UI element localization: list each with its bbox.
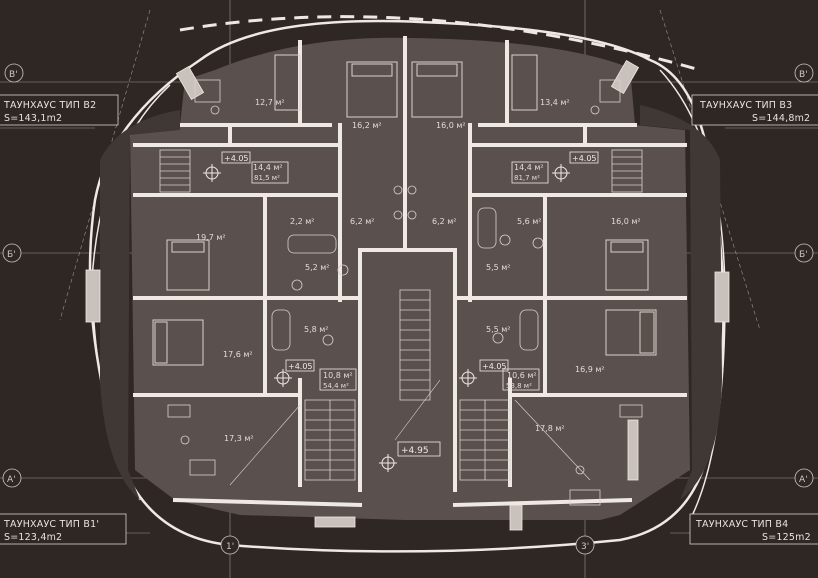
room-area: 14,4 м² (253, 163, 283, 172)
room-area: 5,2 м² (305, 263, 330, 272)
caption-b2-area: S=143,1m2 (4, 113, 62, 124)
unit-area: 54,4 м² (323, 382, 349, 390)
room-area: 16,0 м² (611, 217, 641, 226)
room-area: 13,4 м² (540, 98, 570, 107)
terrace-left (100, 110, 180, 500)
axis-label: Б' (799, 250, 808, 260)
walls (133, 36, 687, 508)
room-area: 10,8 м² (323, 371, 353, 380)
level-label: +4.05 (482, 362, 507, 371)
beds (152, 54, 657, 366)
room-area: 19,7 м² (196, 233, 226, 242)
building-outline (88, 19, 725, 553)
staircases (159, 149, 643, 481)
caption-b1-title: ТАУНХАУС ТИП В1' (3, 519, 99, 530)
room-area: 17,8 м² (535, 424, 565, 433)
room-area: 14,4 м² (514, 163, 544, 172)
level-label: +4.05 (224, 154, 249, 163)
unit-area: 53,8 м² (506, 382, 532, 390)
caption-b2-title: ТАУНХАУС ТИП В2 (3, 100, 96, 111)
room-area: 2,2 м² (290, 217, 315, 226)
unit-area: 81,7 м² (514, 174, 540, 182)
window-blocks (85, 59, 730, 531)
caption-frames (0, 94, 818, 545)
room-area: 5,5 м² (486, 325, 511, 334)
canopy-outline (179, 15, 701, 72)
room-area: 5,5 м² (486, 263, 511, 272)
desks (167, 79, 643, 506)
floor-area (130, 37, 690, 521)
level-boxes (221, 151, 599, 457)
axis-label: А' (7, 475, 16, 485)
room-area: 16,2 м² (352, 121, 382, 130)
caption-b4-title: ТАУНХАУС ТИП В4 (695, 519, 788, 530)
diagonal-lines (229, 379, 591, 486)
level-label-center: +4.95 (401, 446, 429, 456)
caption-b4-area: S=125m2 (762, 532, 811, 543)
level-label: +4.05 (288, 362, 313, 371)
axis-label: 3' (581, 542, 589, 552)
level-markers (203, 164, 570, 472)
axis-bubbles (2, 63, 814, 555)
room-area: 5,6 м² (517, 217, 542, 226)
room-area: 6,2 м² (432, 217, 457, 226)
bath-fixtures (271, 185, 544, 351)
room-area: 5,8 м² (304, 325, 329, 334)
room-area: 6,2 м² (350, 217, 375, 226)
axis-label: Б' (7, 250, 16, 260)
level-label: +4.05 (572, 154, 597, 163)
room-area: 17,6 м² (223, 350, 253, 359)
terrace-right (640, 105, 722, 500)
unit-area: 81,5 м² (254, 174, 280, 182)
caption-b3-title: ТАУНХАУС ТИП В3 (699, 100, 792, 111)
caption-b1-area: S=123,4m2 (4, 532, 62, 543)
room-area: 12,7 м² (255, 98, 285, 107)
axis-label: А' (799, 475, 808, 485)
caption-b3-area: S=144,8m2 (752, 113, 810, 124)
room-area: 17,3 м² (224, 434, 254, 443)
room-area: 10,6 м² (507, 371, 537, 380)
axis-label: В' (799, 70, 808, 80)
room-area: 16,9 м² (575, 365, 605, 374)
room-area: 16,0 м² (436, 121, 466, 130)
axis-label: 1' (226, 542, 234, 552)
axis-label: В' (9, 70, 18, 80)
